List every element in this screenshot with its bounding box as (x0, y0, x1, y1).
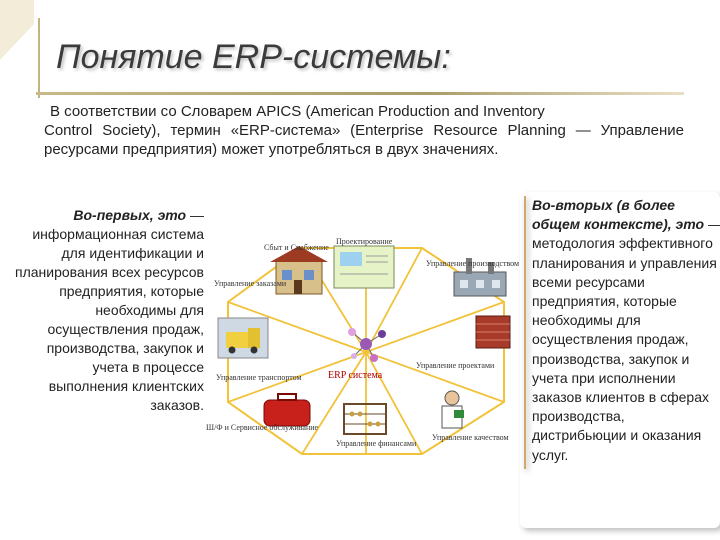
erp-molecule-icon (348, 328, 386, 362)
intro-line-rest: Control Society), термин «ERP-система» (… (44, 122, 684, 158)
intro-paragraph: В соответствии со Словарем APICS (Americ… (44, 102, 684, 159)
node-label-production: Управление производством (426, 259, 519, 268)
erp-diagram: ERP система Сбыт и Снабжение Проектирова… (206, 237, 519, 455)
second-definition: Во-вторых (в более общем контексте), это… (524, 196, 720, 469)
design-screen-icon (333, 245, 395, 289)
slide-title: Понятие ERP-системы: (56, 38, 451, 76)
truck-photo-icon (217, 317, 269, 359)
first-definition-lead: Во-первых, это (73, 207, 187, 223)
toolbox-icon (263, 393, 311, 427)
inspector-person-icon (441, 390, 464, 429)
node-label-orders: Управление заказами (214, 279, 287, 288)
title-vertical-rule (38, 18, 40, 98)
node-label-design: Проектирование (336, 237, 393, 246)
node-label-projects: Управление проектами (416, 361, 495, 370)
node-label-quality: Управление качеством (432, 433, 509, 442)
corner-decoration (0, 0, 34, 60)
shop-icon (270, 246, 328, 295)
abacus-icon (343, 403, 387, 435)
node-label-transport: Управление транспортом (216, 373, 302, 382)
erp-center-label: ERP система (328, 370, 383, 381)
node-label-finance: Управление финансами (336, 439, 417, 448)
title-underline (36, 92, 684, 95)
second-definition-text: — методология эффективного планирования … (532, 216, 720, 463)
node-label-service: Ш/Ф и Сервисное обслуживание (206, 423, 319, 432)
first-definition-text: — информационная система для идентификац… (15, 207, 204, 413)
brick-building-icon (475, 315, 511, 349)
first-definition: Во-первых, это — информационная система … (14, 206, 204, 415)
factory-icon (453, 258, 507, 297)
intro-line-1: В соответствии со Словарем APICS (Americ… (50, 103, 545, 120)
node-label-sales: Сбыт и Снабжение (264, 243, 329, 252)
second-definition-lead: Во-вторых (в более общем контексте), это (532, 197, 705, 233)
